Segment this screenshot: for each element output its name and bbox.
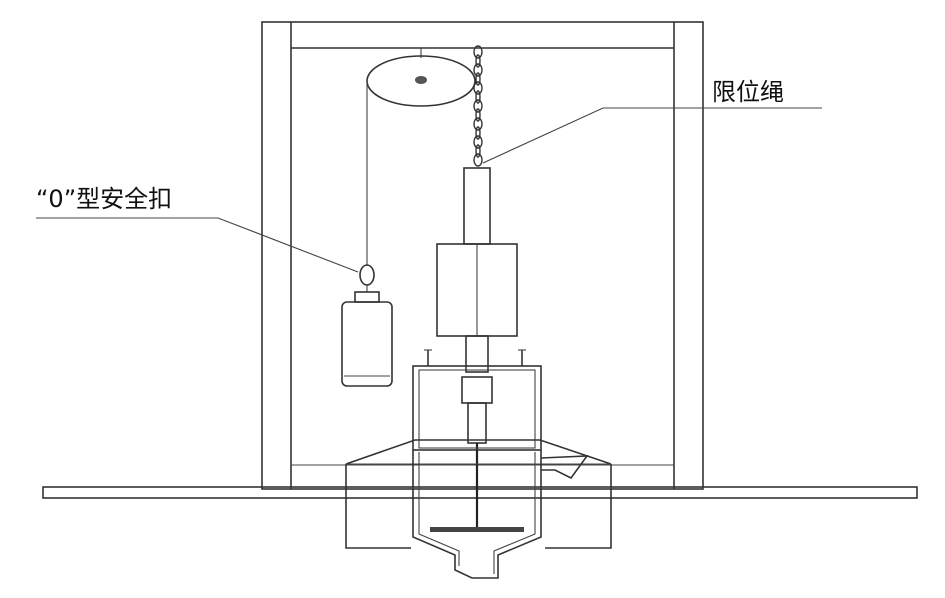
shaft-lower-sleeve <box>467 402 487 444</box>
hopper-inner-funnel <box>412 450 542 579</box>
hopper-inner-left <box>418 452 460 566</box>
pulley <box>366 48 476 107</box>
hopper-outer-shell <box>345 464 612 549</box>
frame-outer <box>261 21 704 490</box>
chain-link <box>473 45 483 59</box>
safety-clip <box>359 264 375 286</box>
frame <box>261 21 704 490</box>
safety-clip-leader <box>36 217 359 273</box>
safety-clip-label: “0”型安全扣 <box>36 185 172 213</box>
hopper-lid <box>345 439 612 465</box>
lower-hopper <box>345 439 612 579</box>
limit-rope-label: 限位绳 <box>712 78 784 106</box>
upper-vessel-body <box>412 365 542 451</box>
chain-link <box>473 153 483 167</box>
pulley-hub <box>415 76 427 84</box>
counterweight-body <box>341 301 393 387</box>
side-spout <box>540 455 589 480</box>
chain-link <box>473 81 483 95</box>
chain-link <box>475 54 481 68</box>
chain-link <box>473 135 483 149</box>
upper-vessel-inner <box>418 369 536 449</box>
leaders <box>36 107 822 273</box>
chain-link <box>475 90 481 104</box>
safety-clip-and-counterweight <box>341 264 393 387</box>
limit-chain <box>473 45 483 167</box>
chain-link <box>475 108 481 122</box>
hopper-inner-right <box>493 452 536 574</box>
chain-link <box>473 99 483 113</box>
counterweight-cap <box>354 291 380 303</box>
stirrer-paddle <box>430 527 524 532</box>
chain-link <box>475 72 481 86</box>
shaft-clamp <box>461 376 493 404</box>
coupling <box>465 335 489 373</box>
upper-vessel <box>412 349 542 451</box>
shaft-upper-sleeve <box>463 167 491 245</box>
chain-link <box>475 126 481 140</box>
chain-link <box>475 144 481 158</box>
stirrer-assembly <box>430 167 524 532</box>
base-plate <box>42 486 918 499</box>
chain-link <box>473 117 483 131</box>
chain-link <box>473 63 483 77</box>
limit-rope-leader <box>482 107 822 164</box>
